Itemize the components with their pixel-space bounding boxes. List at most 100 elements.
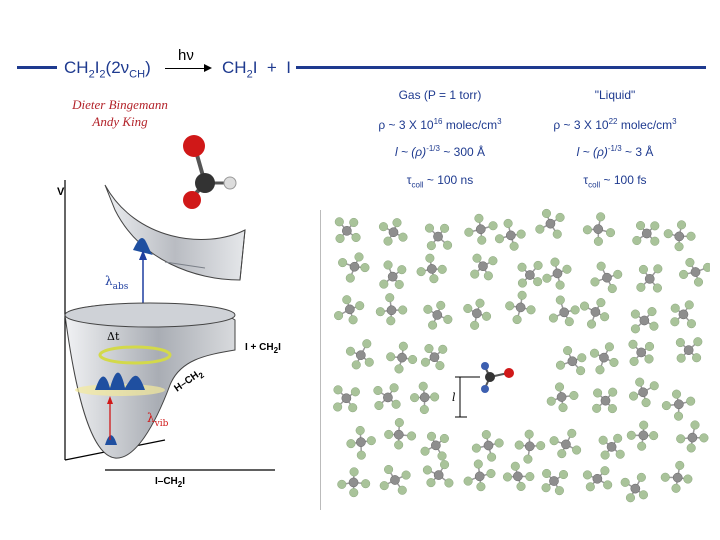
solvent-molecule [502,461,535,491]
author-2: Andy King [92,114,148,129]
excited-wavepacket [133,238,153,255]
liquid-title: "Liquid" [594,88,636,102]
v-axis-label: V [57,186,65,198]
solvent-molecule [592,387,618,414]
solvent-molecule [679,257,710,287]
solvent-molecule [548,295,580,327]
panel-divider [320,210,321,510]
gas-column: Gas (P = 1 torr) ρ ~ 3 X 1016 molec/cm3 … [350,88,530,192]
excited-surface [104,184,246,281]
solvent-molecule [378,218,408,246]
solvent-molecule [582,466,613,492]
potential-energy-diagram: V λabs Δt λvib I + CH2I H–CH2 I–CH2I [57,180,281,489]
liquid-density: ρ ~ 3 X 1022 molec/cm3 [553,117,677,132]
solvent-molecule [386,341,418,374]
photon-label: hν [178,47,194,64]
solvent-molecule [420,343,448,371]
solvent-molecule [345,339,374,370]
gas-title: Gas (P = 1 torr) [398,88,482,102]
solvent-molecule [416,253,447,284]
solute-atom [481,362,489,370]
solvent-molecule [470,253,498,281]
solvent-molecule [463,459,496,492]
oxygen-atom [183,191,201,209]
liquid-molecule-field [333,208,710,503]
reaction-arrow [165,68,207,69]
solvent-molecule [334,295,365,325]
delta-t-label: Δt [107,330,120,343]
solvent-molecule [632,221,660,246]
molecule-model [183,135,237,209]
x-axis-label: I–CH2I [155,476,185,489]
oxygen-atom [183,135,205,157]
bottom-wavepacket [105,435,117,445]
solvent-molecule [675,337,703,363]
reactant-formula: CH2I2(2νCH) [64,58,151,81]
solvent-molecule [636,264,663,293]
solvent-molecule [598,433,625,460]
solvent-molecule [373,383,401,411]
title-rule-left [17,66,57,69]
solvent-molecule [663,220,696,252]
solvent-molecule [384,418,417,450]
solvent-molecule [541,468,569,496]
solvent-molecule [589,342,619,375]
solvent-molecule [422,460,454,488]
solvent-molecule [555,345,587,376]
hydrogen-atom [223,176,237,190]
solvent-molecule [582,212,616,246]
solvent-molecule [660,460,693,493]
reaction-arrowhead [204,64,212,72]
solvent-molecule [505,290,536,325]
gas-length: l ~ (ρ)-1/3 ~ 300 Å [394,144,486,159]
carbon-atom [195,173,215,193]
l-label: l [452,391,456,404]
solvent-molecule [379,464,411,495]
solute-oxygen [504,368,514,378]
ground-wavepacket [95,372,145,390]
solvent-molecule [420,431,449,461]
solvent-molecule [464,213,498,245]
solvent-molecule [375,293,408,326]
time-ring [98,345,172,365]
solvent-molecule [535,208,565,239]
lambda-abs-label: λabs [105,274,129,292]
solvent-molecule [346,425,376,460]
solute-carbon [485,372,495,382]
solvent-molecule [410,381,440,415]
gas-density: ρ ~ 3 X 1016 molec/cm3 [378,117,502,132]
title-rule-right [296,66,706,69]
dissociation-label: I + CH2I [245,342,281,355]
solvent-molecule [628,339,655,366]
solvent-molecule [542,257,572,290]
solvent-molecule [590,261,623,294]
solvent-molecule [661,389,696,421]
solvent-molecule [620,472,648,503]
authors: Dieter Bingemann Andy King [70,96,170,130]
solvent-molecule [546,382,579,413]
solvent-molecule [549,428,582,459]
solvent-molecule [463,298,492,330]
liquid-tau: τcoll ~ 100 fs [583,173,647,190]
solvent-molecule [514,429,546,464]
solvent-molecule [338,252,370,283]
solute-atom [481,385,489,393]
solvent-molecule [471,430,504,462]
solvent-molecule [628,377,659,408]
solvent-molecule [423,300,453,330]
solvent-molecule [630,307,659,334]
solvent-molecule [494,218,526,251]
solvent-molecule [670,300,696,329]
liquid-column: "Liquid" ρ ~ 3 X 1022 molec/cm3 l ~ (ρ)-… [520,88,710,192]
solvent-molecule [579,298,610,329]
excited-surface-edge [239,229,246,281]
liquid-length: l ~ (ρ)-1/3 ~ 3 Å [576,144,654,159]
solute-highlight: l [452,362,514,418]
solvent-molecule [626,420,659,451]
author-1: Dieter Bingemann [72,97,168,112]
product-formula: CH2I + I [222,58,291,81]
lambda-vib-label: λvib [147,411,169,429]
solvent-molecule [334,217,361,244]
solvent-molecule [333,385,360,413]
solvent-molecule [424,223,453,251]
